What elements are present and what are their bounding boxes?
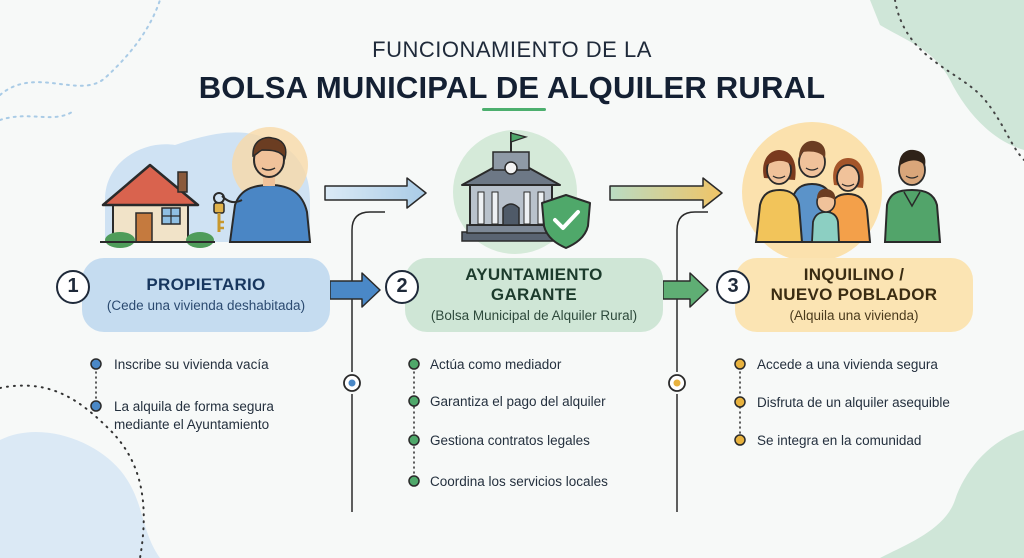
step-2-item: Garantiza el pago del alquiler (430, 394, 606, 409)
flag-icon (510, 132, 529, 152)
corner-blob-bottom-left (0, 431, 160, 558)
step-2-card: AYUNTAMIENTO GARANTE (Bolsa Municipal de… (405, 258, 663, 332)
dotted-curve-top-left-2 (0, 109, 76, 121)
step-2-item: Coordina los servicios locales (430, 474, 608, 489)
step-3-subtitle: (Alquila una vivienda) (789, 308, 919, 323)
step-2-title-line-2: GARANTE (490, 285, 578, 304)
step-3-title-line-2: NUEVO POBLADOR (770, 285, 938, 304)
step-1-item: Inscribe su vivienda vacía (114, 357, 269, 372)
house-icon (100, 163, 215, 248)
corner-blob-bottom-right (880, 430, 1024, 558)
step-1-card: PROPIETARIO (Cede una vivienda deshabita… (82, 258, 330, 332)
title-line-2: BOLSA MUNICIPAL DE ALQUILER RURAL (198, 70, 826, 105)
step-3-number: 3 (716, 270, 750, 304)
flow-arrows (329, 272, 709, 308)
person-icon (883, 149, 942, 243)
step-1-number: 1 (56, 270, 90, 304)
step-3-title-line-1: INQUILINO / (803, 265, 905, 284)
connector-lines (351, 211, 708, 512)
step-1-item: La alquila de forma segura mediante el A… (114, 399, 274, 432)
step-1-title: PROPIETARIO (146, 275, 266, 294)
step-3-item: Se integra en la comunidad (757, 433, 922, 448)
step-3-card: INQUILINO / NUEVO POBLADOR (Alquila una … (735, 258, 973, 332)
arrow-right-icon (324, 177, 723, 209)
title-underline (482, 108, 546, 111)
dotted-curve-top-left (0, 0, 161, 96)
step-1-subtitle: (Cede una vivienda deshabitada) (106, 298, 306, 313)
bullet-markers (90, 358, 746, 487)
step-3-item: Disfruta de un alquiler asequible (757, 395, 950, 410)
corner-blob-top-right (870, 0, 1024, 150)
town-hall-icon (461, 151, 561, 242)
step-2-title-line-1: AYUNTAMIENTO (465, 265, 603, 284)
step-2-subtitle: (Bolsa Municipal de Alquiler Rural) (430, 308, 638, 323)
step-2-number: 2 (385, 270, 419, 304)
step-2-item: Gestiona contratos legales (430, 433, 590, 448)
shield-check-icon (541, 194, 591, 249)
title-line-1: FUNCIONAMIENTO DE LA (372, 37, 652, 62)
owner-person-icon (221, 136, 312, 243)
key-icon (213, 192, 225, 232)
family-icon (754, 140, 872, 243)
step-3-item: Accede a una vivienda segura (757, 357, 938, 372)
step-2-item: Actúa como mediador (430, 357, 562, 372)
